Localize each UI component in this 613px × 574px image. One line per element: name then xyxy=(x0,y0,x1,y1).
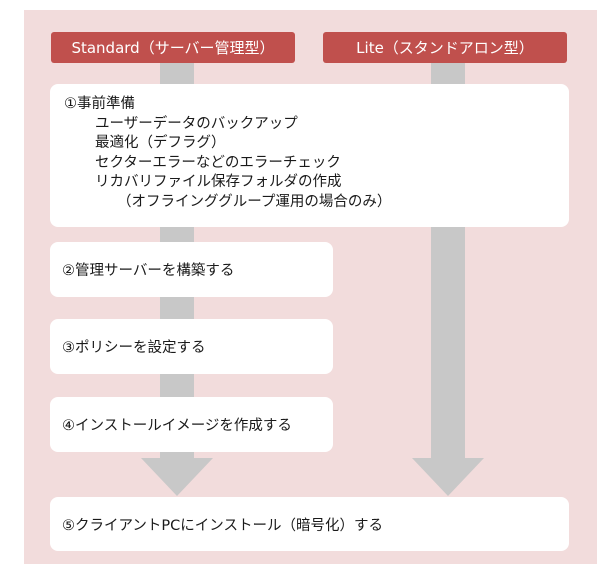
step1-item-recovery-folder: リカバリファイル保存フォルダの作成 xyxy=(95,174,342,190)
step4-box: ④インストールイメージを作成する xyxy=(50,397,333,452)
step1-item-backup: ユーザーデータのバックアップ xyxy=(95,115,298,132)
step5-box: ⑤クライアントPCにインストール（暗号化）する xyxy=(50,497,569,551)
step1-item-defrag: 最適化（デフラグ） xyxy=(95,135,226,151)
standard-arrow-head xyxy=(141,458,213,496)
step1-item-error-check: セクターエラーなどのエラーチェック xyxy=(95,154,341,171)
step1-title: ①事前準備 xyxy=(64,96,135,112)
step2-box: ②管理サーバーを構築する xyxy=(50,242,333,297)
standard-header: Standard（サーバー管理型） xyxy=(51,32,295,63)
step1-preparation-box: ①事前準備 ユーザーデータのバックアップ 最適化（デフラグ） セクターエラーなど… xyxy=(50,84,569,227)
lite-header: Lite（スタンドアロン型） xyxy=(323,32,567,63)
step3-box: ③ポリシーを設定する xyxy=(50,319,333,374)
step1-note: （オフラインググループ運用の場合のみ） xyxy=(117,193,392,210)
lite-arrow-head xyxy=(412,458,484,496)
